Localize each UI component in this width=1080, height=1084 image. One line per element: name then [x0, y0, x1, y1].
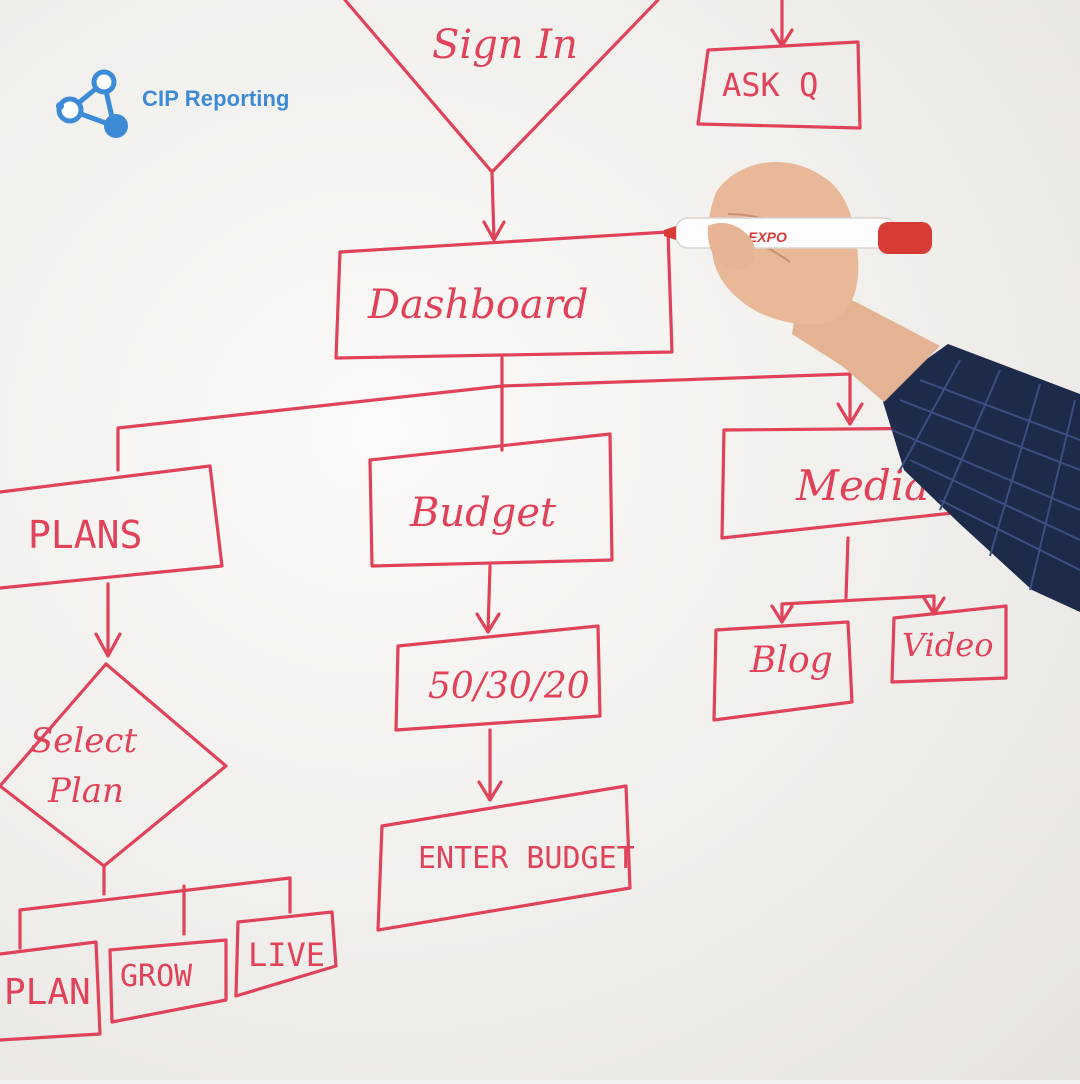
plans-box [0, 464, 224, 590]
ratio-label: 50/30/20 [428, 666, 590, 707]
budget-box [368, 432, 614, 568]
molecule-nodes-icon [56, 69, 128, 138]
media-children-connector [770, 536, 946, 624]
plan-label: PLAN [4, 972, 91, 1013]
arrow-plans-to-select [94, 582, 122, 658]
plan-box [0, 940, 102, 1042]
grow-label: GROW [120, 959, 193, 994]
blog-label: Blog [749, 640, 833, 681]
enter-budget-box [376, 784, 632, 932]
marker-brand-label: EXPO [748, 229, 787, 245]
select-plan-line1: Select [30, 721, 137, 761]
arrow-to-ask-q [770, 0, 794, 48]
fingers-over-marker [707, 222, 756, 270]
enter-budget-label: ENTER BUDGET [418, 841, 635, 876]
select-plan-diamond [0, 662, 228, 868]
select-plan-line2: Plan [47, 771, 124, 811]
arrow-sign-in-to-dashboard [482, 170, 506, 242]
dashboard-box [334, 230, 674, 360]
branch-connector [116, 356, 852, 472]
ask-q-box [696, 40, 862, 130]
plans-children-connector [18, 864, 292, 950]
dashboard-label: Dashboard [367, 282, 588, 328]
ask-q-label: ASK Q [722, 66, 818, 104]
arrow-to-media [836, 372, 864, 426]
grow-box [108, 938, 228, 1024]
live-box [234, 910, 338, 998]
live-label: LIVE [248, 936, 325, 974]
arrow-ratio-to-enter-budget [477, 728, 503, 802]
marker-pen: EXPO [664, 217, 932, 254]
budget-label: Budget [409, 490, 557, 536]
brand-name: CIP Reporting [142, 86, 290, 111]
plans-label: PLANS [28, 513, 142, 557]
sign-in-label: Sign In [432, 22, 578, 68]
ratio-box [394, 624, 602, 732]
blog-box [712, 620, 854, 722]
brand-logo: CIP Reporting [52, 66, 290, 146]
video-box [890, 604, 1008, 684]
arrow-budget-to-503020 [475, 564, 501, 634]
sleeve-check-pattern [891, 359, 1080, 591]
video-label: Video [902, 626, 993, 664]
